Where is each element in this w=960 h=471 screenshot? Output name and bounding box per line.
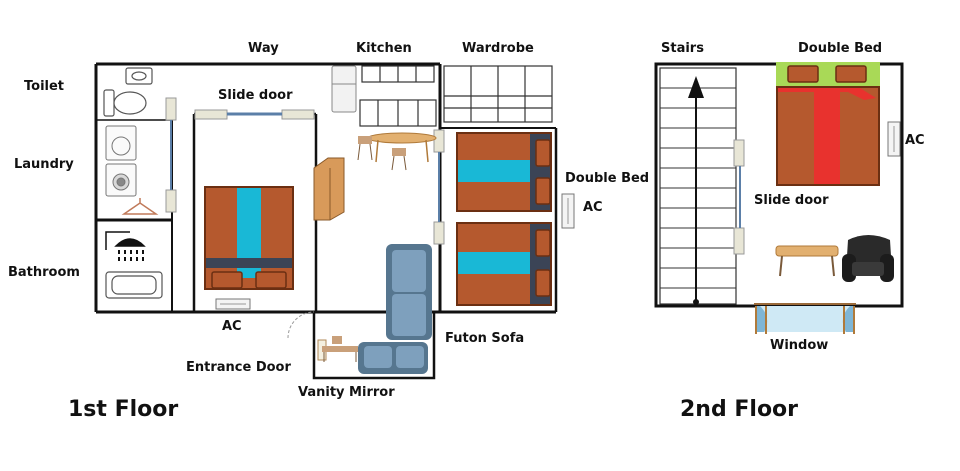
bathtub-icon	[105, 271, 163, 299]
label-toilet: Toilet	[24, 79, 65, 94]
label-wardrobe: Wardrobe	[462, 41, 534, 56]
label-floor1-ac-bottom: AC	[222, 319, 242, 334]
label-stairs: Stairs	[661, 41, 704, 56]
floor2-coffee-table	[775, 245, 839, 277]
hanger-icon	[121, 198, 159, 215]
floor1-right-bed-lower	[456, 222, 552, 306]
futon-sofa-icon	[358, 244, 432, 374]
floor1-ac-bottom-unit	[215, 298, 251, 310]
label-floor2-ac: AC	[905, 133, 925, 148]
vanity-mirror-icon	[317, 336, 358, 362]
shower-drops	[118, 250, 144, 261]
wardrobe-cabinets	[443, 65, 553, 123]
floor2-slide-door	[733, 139, 745, 255]
floor1-right-bed-upper	[456, 132, 552, 212]
label-vanity-mirror: Vanity Mirror	[298, 385, 395, 400]
label-floor2-double-bed: Double Bed	[798, 41, 883, 56]
floor2-armchair	[842, 235, 894, 282]
label-floor1-slide-door: Slide door	[218, 88, 293, 103]
label-way: Way	[248, 41, 279, 56]
label-floor2-slide-door: Slide door	[754, 193, 829, 208]
washing-machine-icon	[105, 125, 137, 197]
label-futon-sofa: Futon Sofa	[445, 331, 525, 346]
label-kitchen: Kitchen	[356, 41, 412, 56]
label-window: Window	[770, 338, 829, 353]
toilet-icon	[103, 67, 153, 117]
shower-icon	[105, 231, 146, 250]
label-floor1-double-bed: Double Bed	[565, 171, 650, 186]
label-floor1-ac-right: AC	[583, 200, 603, 215]
floor2-double-bed	[776, 62, 880, 186]
floor1-ac-right-unit	[561, 193, 575, 229]
fridge-icon	[331, 65, 357, 113]
way-wardrobe-cabinet	[313, 157, 345, 221]
floor2-title: 2nd Floor	[680, 397, 799, 422]
entrance-door-swing	[287, 311, 315, 339]
floor2-window	[754, 303, 856, 334]
label-bathroom: Bathroom	[8, 265, 80, 280]
stairs-icon	[659, 67, 737, 305]
floor2-ac-unit	[887, 121, 901, 157]
label-laundry: Laundry	[14, 157, 74, 172]
kitchen-dining-set	[357, 132, 437, 171]
kitchen-cabinets	[359, 65, 437, 127]
floor1-slide-door	[165, 97, 445, 245]
label-entrance-door: Entrance Door	[186, 360, 291, 375]
floor1-title: 1st Floor	[68, 397, 179, 422]
floor1-double-bed	[204, 186, 294, 290]
